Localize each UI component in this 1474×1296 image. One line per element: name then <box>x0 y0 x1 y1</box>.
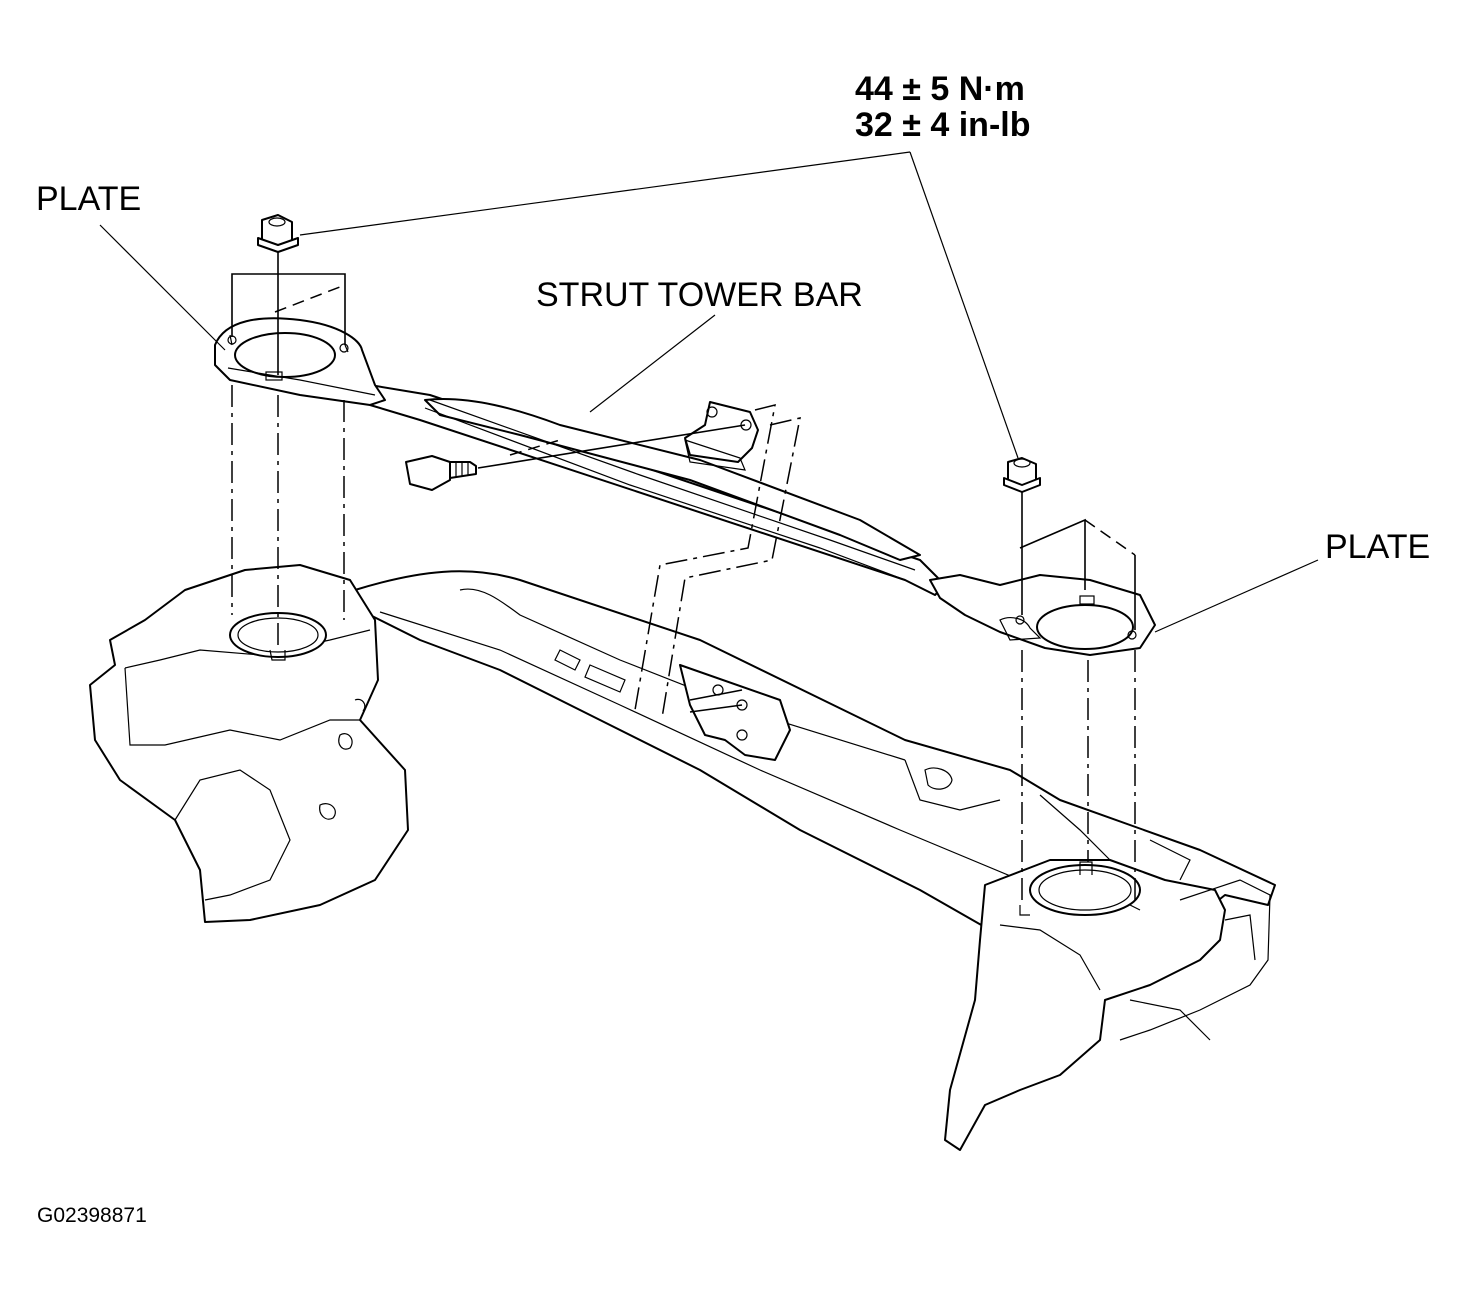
bolt <box>405 455 477 491</box>
torque-metric-label: 44 ± 5 N·m <box>855 70 1025 108</box>
strut-tower-bar-label: STRUT TOWER BAR <box>536 276 863 314</box>
nut-right <box>1003 457 1041 493</box>
torque-imperial-label: 32 ± 4 in-lb <box>855 106 1031 144</box>
right-plate <box>929 574 1156 656</box>
assembly-lines <box>231 252 1136 905</box>
right-strut-hole <box>1029 864 1141 916</box>
cowl-bracket <box>679 664 791 761</box>
nut-left <box>257 214 299 253</box>
left-plate <box>214 317 386 406</box>
plate-left-label: PLATE <box>36 180 142 218</box>
right-strut-tower <box>944 859 1271 1151</box>
leader-lines <box>99 151 1319 633</box>
figure-id: G02398871 <box>37 1204 147 1227</box>
strut-tower-bar <box>369 384 946 596</box>
left-strut-tower <box>89 564 409 923</box>
plate-right-label: PLATE <box>1325 528 1431 566</box>
